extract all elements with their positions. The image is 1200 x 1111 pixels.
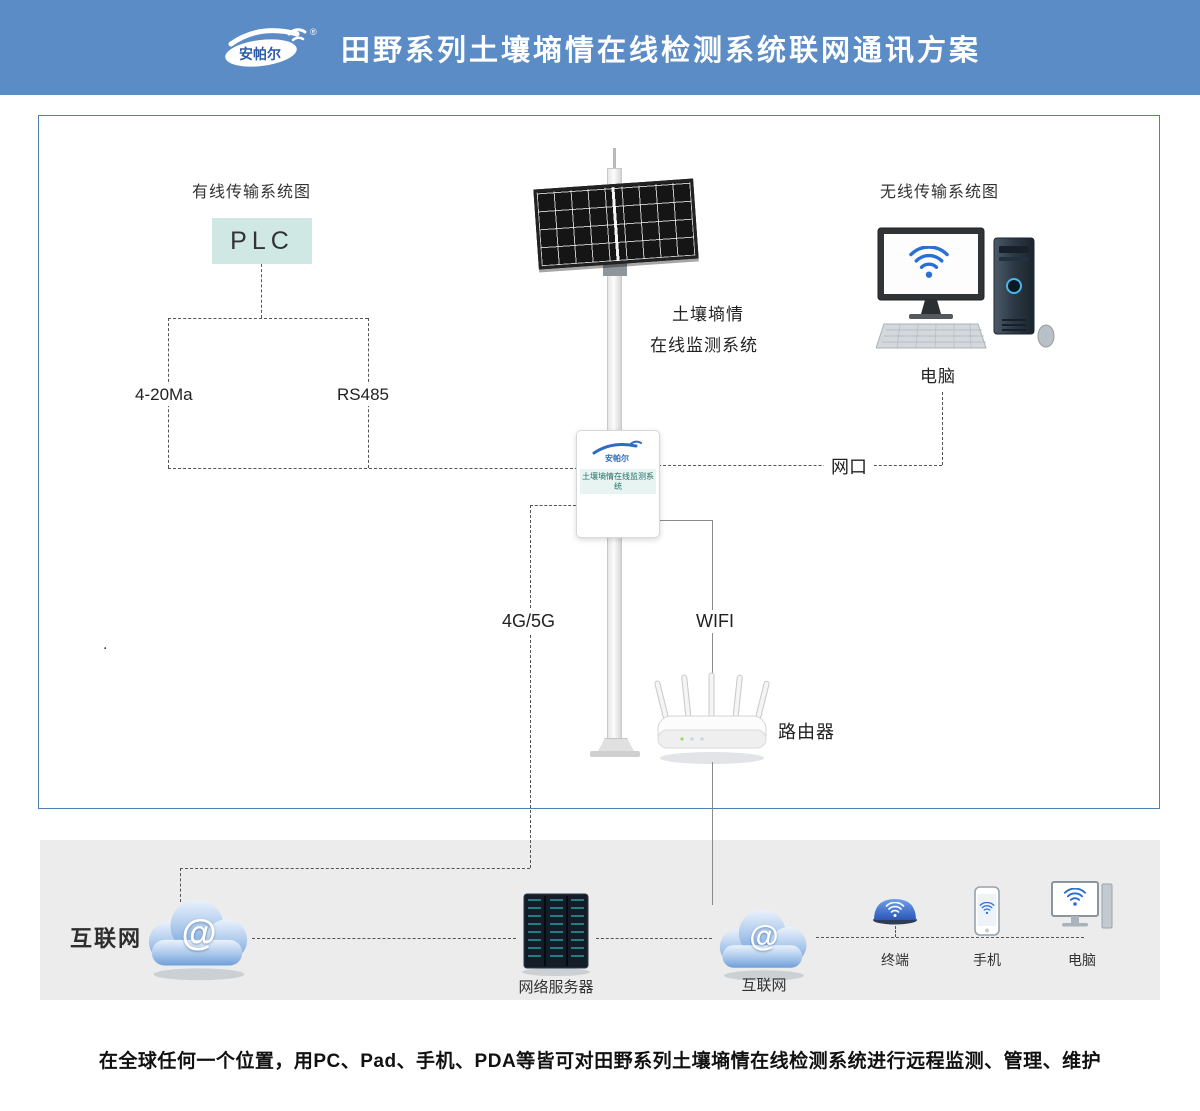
antenna-tip (613, 148, 616, 172)
router-label: 路由器 (778, 722, 835, 742)
brand-logo-registered-mark: ® (310, 27, 317, 37)
station-name-line1: 土壤墒情 (672, 305, 744, 324)
pc-label: 电脑 (1068, 952, 1096, 968)
wired-section-label: 有线传输系统图 (192, 184, 312, 201)
desktop-computer-icon (876, 227, 1055, 349)
cloud1-at-symbol: @ (181, 912, 217, 953)
field-device-box: 安帕尔 土壤墒情在线监测系统 (576, 430, 660, 538)
solar-panel-icon (533, 178, 699, 270)
wifi-label: WIFI (689, 610, 741, 633)
cloud2-label: 互联网 (741, 977, 787, 994)
router-icon (654, 672, 770, 764)
connector-terminal-drop (895, 926, 896, 937)
connector-cloud1-drop (180, 868, 181, 902)
connector-computer-down (942, 392, 943, 465)
connector-cellular-line (530, 505, 531, 868)
internet-zone-label: 互联网 (70, 926, 143, 951)
connector-ethernet-line (658, 465, 942, 466)
device-brand-text: 安帕尔 (605, 453, 629, 463)
wireless-section-label: 无线传输系统图 (880, 184, 1000, 201)
stray-dot: . (103, 636, 108, 653)
page-title: 田野系列土壤墒情在线检测系统联网通讯方案 (340, 34, 981, 67)
connector-plc-down (261, 264, 262, 318)
analog-signal-label: 4-20Ma (128, 384, 200, 406)
header-bar: 安帕尔 ® 田野系列土壤墒情在线检测系统联网通讯方案 (0, 0, 1200, 95)
cloud2-at-symbol: @ (749, 920, 779, 953)
brand-logo-text: 安帕尔 (239, 46, 281, 62)
device-name-text: 土壤墒情在线监测系统 (580, 469, 656, 495)
pc-icon (1051, 881, 1113, 929)
connector-wifi-to-router (712, 520, 713, 688)
connector-server-cloud2 (596, 938, 712, 939)
ethernet-port-label: 网口 (824, 452, 874, 480)
station-base-plate (590, 751, 640, 757)
station-name-line2: 在线监测系统 (650, 336, 758, 355)
terminal-ap-icon (873, 899, 917, 925)
rs485-label: RS485 (330, 384, 396, 406)
plc-box: PLC (212, 218, 312, 264)
phone-icon (974, 886, 1000, 936)
phone-label: 手机 (973, 952, 1001, 968)
connector-cloud2-devices (816, 937, 1084, 938)
connector-cloud1-server (252, 938, 516, 939)
terminal-label: 终端 (881, 952, 909, 968)
connector-router-to-cloud2 (712, 762, 713, 905)
connector-plc-branch (168, 318, 368, 319)
connector-cellular-to-cloud (180, 868, 530, 869)
caption-text: 在全球任何一个位置，用PC、Pad、手机、PDA等皆可对田野系列土壤墒情在线检测… (98, 1051, 1102, 1072)
network-server-icon (522, 893, 590, 976)
connector-wired-to-device (168, 468, 578, 469)
connector-cellular-stub (530, 505, 576, 506)
cellular-label: 4G/5G (495, 610, 563, 633)
brand-logo-icon: 安帕尔 ® (225, 27, 317, 67)
server-label: 网络服务器 (518, 979, 594, 996)
computer-label: 电脑 (920, 367, 956, 386)
connector-wifi-stub (658, 520, 712, 521)
device-logo-icon: 安帕尔 (592, 440, 642, 463)
